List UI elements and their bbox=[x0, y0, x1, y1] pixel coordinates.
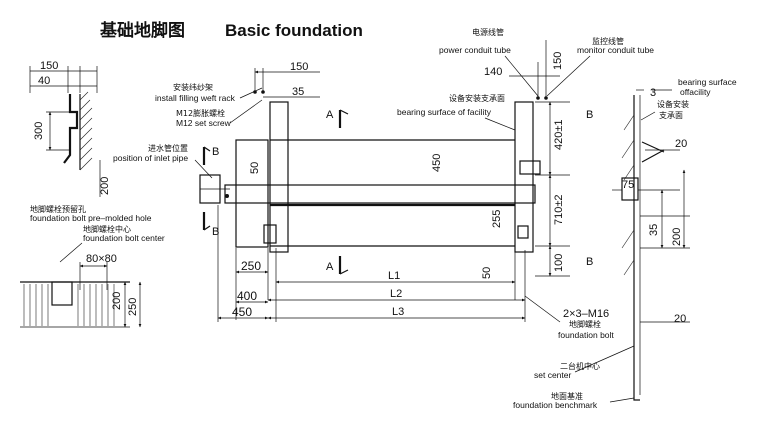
dim-140: 140 bbox=[484, 66, 502, 78]
dim-75: 75 bbox=[622, 179, 634, 191]
dim-L3: L3 bbox=[392, 306, 404, 318]
bolt-hole-cn: 地脚螺栓预留孔 bbox=[30, 204, 86, 214]
bolt-spec: 2×3–M16 bbox=[563, 308, 609, 320]
main-plan-view: B B A A B B bbox=[199, 90, 593, 275]
bolt-hole-detail: 80×80 200 250 bbox=[20, 253, 142, 328]
bench-cn: 地面基准 bbox=[551, 391, 583, 401]
install-rack-en: install filling weft rack bbox=[155, 93, 236, 103]
dim-450-bottom: 450 bbox=[232, 305, 252, 319]
bench-en: foundation benchmark bbox=[513, 400, 598, 410]
facility-bearing-cn: 设备安装支承面 bbox=[449, 93, 505, 103]
title-en: Basic foundation bbox=[225, 21, 363, 40]
dim-80x80: 80×80 bbox=[86, 253, 117, 265]
inlet-en: position of inlet pipe bbox=[113, 153, 188, 163]
bearing-surface-en1: bearing surface bbox=[678, 77, 737, 87]
equip-cn1: 设备安装 bbox=[657, 99, 689, 109]
dim-100: 100 bbox=[553, 254, 565, 272]
dim-150-tl: 150 bbox=[40, 60, 58, 72]
dim-50-col: 50 bbox=[249, 162, 261, 174]
section-a-top: A bbox=[326, 109, 334, 121]
title-cn: 基础地脚图 bbox=[99, 20, 185, 41]
monitor-conduit-en: monitor conduit tube bbox=[577, 45, 654, 55]
dim-L1: L1 bbox=[388, 270, 400, 282]
section-b-view: 3 bearing surface offacility 设备安装 支承面 75… bbox=[612, 77, 737, 401]
dim-200-right: 200 bbox=[671, 228, 683, 246]
dim-250-hole: 250 bbox=[127, 298, 139, 316]
dim-250-bottom: 250 bbox=[241, 259, 261, 273]
monitor-conduit-cn: 监控线管 bbox=[592, 36, 624, 46]
dim-150-right: 150 bbox=[552, 52, 564, 70]
set-center-en: set center bbox=[534, 370, 571, 380]
dim-300-tl: 300 bbox=[33, 122, 45, 140]
dim-450-mid: 450 bbox=[431, 154, 443, 172]
dim-400: 400 bbox=[237, 289, 257, 303]
dim-200-hole: 200 bbox=[111, 292, 123, 310]
dim-20-right-top: 20 bbox=[675, 138, 687, 150]
dim-40-tl: 40 bbox=[38, 75, 50, 87]
facility-bearing-en: bearing surface of facility bbox=[397, 107, 492, 117]
install-rack-cn: 安装纬纱架 bbox=[173, 82, 213, 92]
dim-35-right: 35 bbox=[648, 224, 660, 236]
power-conduit-en: power conduit tube bbox=[439, 45, 511, 55]
bolt-hole-en: foundation bolt pre–molded hole bbox=[30, 213, 152, 223]
set-center-cn: 二台机中心 bbox=[560, 361, 600, 371]
dim-L2: L2 bbox=[390, 288, 402, 300]
power-conduit-cn: 电源线管 bbox=[472, 27, 504, 37]
rack-bracket-detail: 150 40 300 200 bbox=[29, 60, 111, 197]
bolt-center-en: foundation bolt center bbox=[83, 233, 165, 243]
dim-420: 420±1 bbox=[553, 119, 565, 150]
set-screw-en: M12 set screw bbox=[176, 118, 232, 128]
dim-50-bottom: 50 bbox=[481, 267, 493, 279]
section-b-right-bottom: B bbox=[586, 256, 593, 268]
equip-cn2: 支承面 bbox=[659, 110, 683, 120]
section-b-right-top: B bbox=[586, 109, 593, 121]
section-b-bottom: B bbox=[212, 226, 219, 238]
bearing-surface-en2: offacility bbox=[680, 87, 711, 97]
bolt-center-cn: 地脚螺栓中心 bbox=[83, 224, 131, 234]
dim-255: 255 bbox=[491, 210, 503, 228]
fbolt-en: foundation bolt bbox=[558, 330, 614, 340]
inlet-cn: 进水管位置 bbox=[148, 143, 188, 153]
dim-35-top: 35 bbox=[292, 86, 304, 98]
dim-20-right-bottom: 20 bbox=[674, 313, 686, 325]
dim-3: 3 bbox=[650, 87, 656, 99]
fbolt-cn: 地脚螺栓 bbox=[569, 319, 601, 329]
section-b-top: B bbox=[212, 146, 219, 158]
section-a-bottom: A bbox=[326, 261, 334, 273]
dim-150-top: 150 bbox=[290, 61, 308, 73]
dim-710: 710±2 bbox=[553, 194, 565, 225]
main-dimensions: 150 35 50 450 140 150 420±1 710±2 100 25… bbox=[217, 40, 570, 322]
dim-200-tl: 200 bbox=[99, 177, 111, 195]
set-screw-cn: M12膨胀螺栓 bbox=[176, 108, 225, 118]
